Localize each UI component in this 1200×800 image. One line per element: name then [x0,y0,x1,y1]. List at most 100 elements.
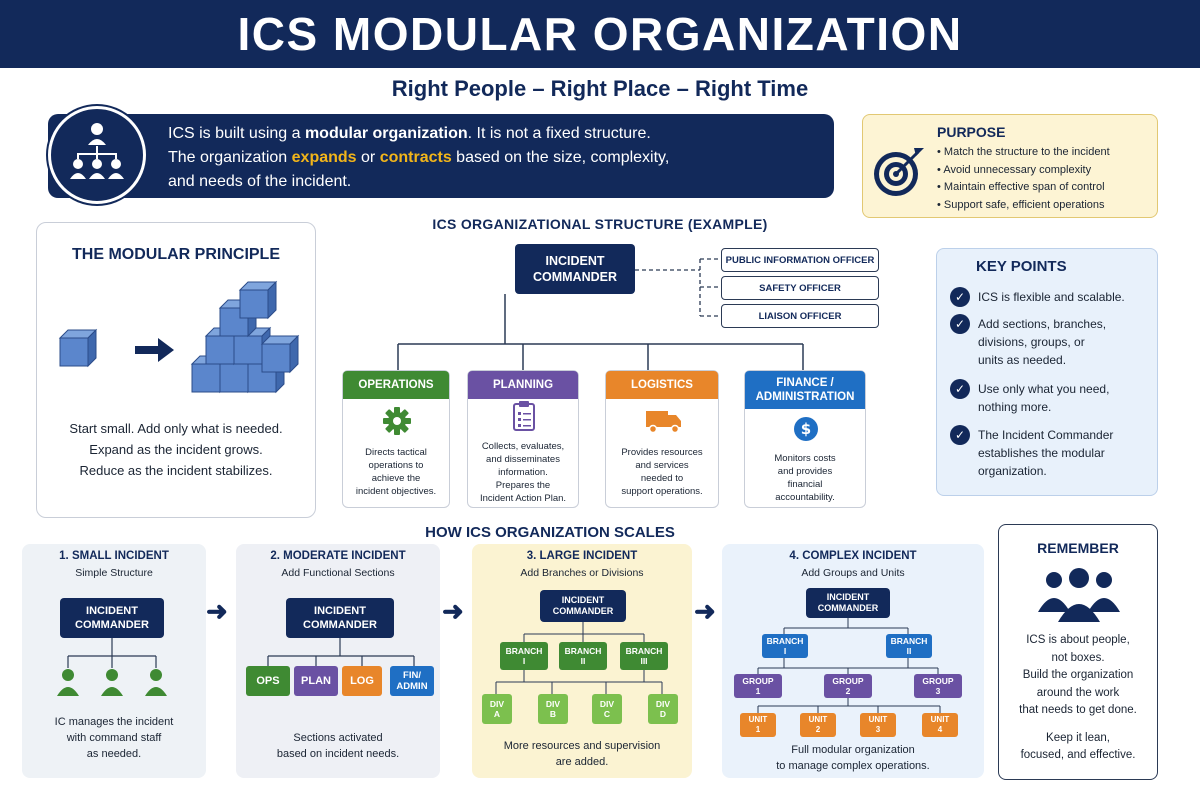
remember-panel [998,524,1158,780]
intro-text: ICS is built using a modular organizatio… [168,125,670,190]
remember-title: REMEMBER [1037,540,1119,556]
people-group-icon [1038,568,1120,622]
key-points-panel [936,248,1158,496]
purpose-title: PURPOSE [937,124,1006,140]
plan-box: PLAN [294,666,338,696]
small-incident-chart [57,638,167,696]
gear-icon [383,407,411,435]
safety-officer-box: SAFETY OFFICER [721,276,879,300]
cubes-illustration [59,281,299,393]
moderate-incident-subtitle: Add Functional Sections [281,567,395,579]
purpose-item: Avoid unnecessary complexity [937,162,1110,180]
structure-title: ICS ORGANIZATIONAL STRUCTURE (EXAMPLE) [432,216,768,232]
purpose-item: Match the structure to the incident [937,144,1110,162]
large-incident-title: 3. LARGE INCIDENT [526,550,638,562]
arrow-right-icon: ➜ [442,596,464,626]
truck-icon [646,411,681,434]
intro-icon-circle [48,106,146,204]
small-incident-panel [22,544,206,778]
complex-incident-subtitle: Add Groups and Units [801,567,905,579]
complex-incident-chart [757,618,941,713]
purpose-list: Match the structure to the incident Avoi… [937,144,1110,215]
scales-title: HOW ICS ORGANIZATION SCALES [425,524,675,541]
arrow-right-icon: ➜ [206,596,228,626]
modular-principle-title: THE MODULAR PRINCIPLE [72,246,280,263]
structure-connectors [397,258,804,370]
single-cube-icon [59,329,97,367]
dollar-icon: $ [794,417,818,441]
person-icon [145,669,167,696]
page-title: ICS MODULAR ORGANIZATION [0,0,1200,68]
modular-principle-text: Start small. Add only what is needed. Ex… [69,421,283,478]
key-point-item: ✓ ICS is flexible and scalable. [950,287,1146,307]
small-incident-subtitle: Simple Structure [75,567,153,579]
logistics-section-header: LOGISTICS [606,371,718,399]
ops-box: OPS [246,666,290,696]
cube-stack-icon [191,281,299,393]
check-icon: ✓ [950,314,970,334]
purpose-item: Support safe, efficient operations [937,197,1110,215]
purpose-item: Maintain effective span of control [937,179,1110,197]
intro-banner [48,114,834,198]
operations-section-header: OPERATIONS [343,371,449,399]
key-points-title: KEY POINTS [976,258,1067,275]
tagline: Right People – Right Place – Right Time [391,76,809,101]
check-icon: ✓ [950,287,970,307]
liaison-officer-box: LIAISON OFFICER [721,304,879,328]
complex-incident-title: 4. COMPLEX INCIDENT [789,550,917,562]
person-icon [57,669,79,696]
svg-text:$: $ [801,420,811,438]
moderate-incident-panel [236,544,440,778]
large-incident-chart [495,622,663,694]
person-icon [101,669,123,696]
target-icon [874,148,924,196]
complex-incident-panel [722,544,984,778]
small-incident-title: 1. SMALL INCIDENT [59,550,169,562]
remember-text: ICS is about people,not boxes.Build the … [1019,634,1137,761]
large-incident-subtitle: Add Branches or Divisions [520,567,644,579]
moderate-incident-title: 2. MODERATE INCIDENT [270,550,406,562]
check-icon: ✓ [950,379,970,399]
moderate-incident-chart [267,638,415,666]
arrow-right-icon: ➜ [694,596,716,626]
finance-section-card: FINANCE /ADMINISTRATION $ Monitors costs… [744,370,866,508]
org-chart-icon [70,123,124,179]
finance-section-header: FINANCE /ADMINISTRATION [745,371,865,409]
arrow-right-icon [135,338,174,362]
planning-section-header: PLANNING [468,371,578,399]
key-point-item: ✓ Add sections, branches,divisions, grou… [950,314,1146,369]
public-information-officer-box: PUBLIC INFORMATION OFFICER [721,248,879,272]
clipboard-icon [513,401,535,431]
planning-section-card: PLANNING Collects, evaluates,and dissemi… [467,370,579,508]
